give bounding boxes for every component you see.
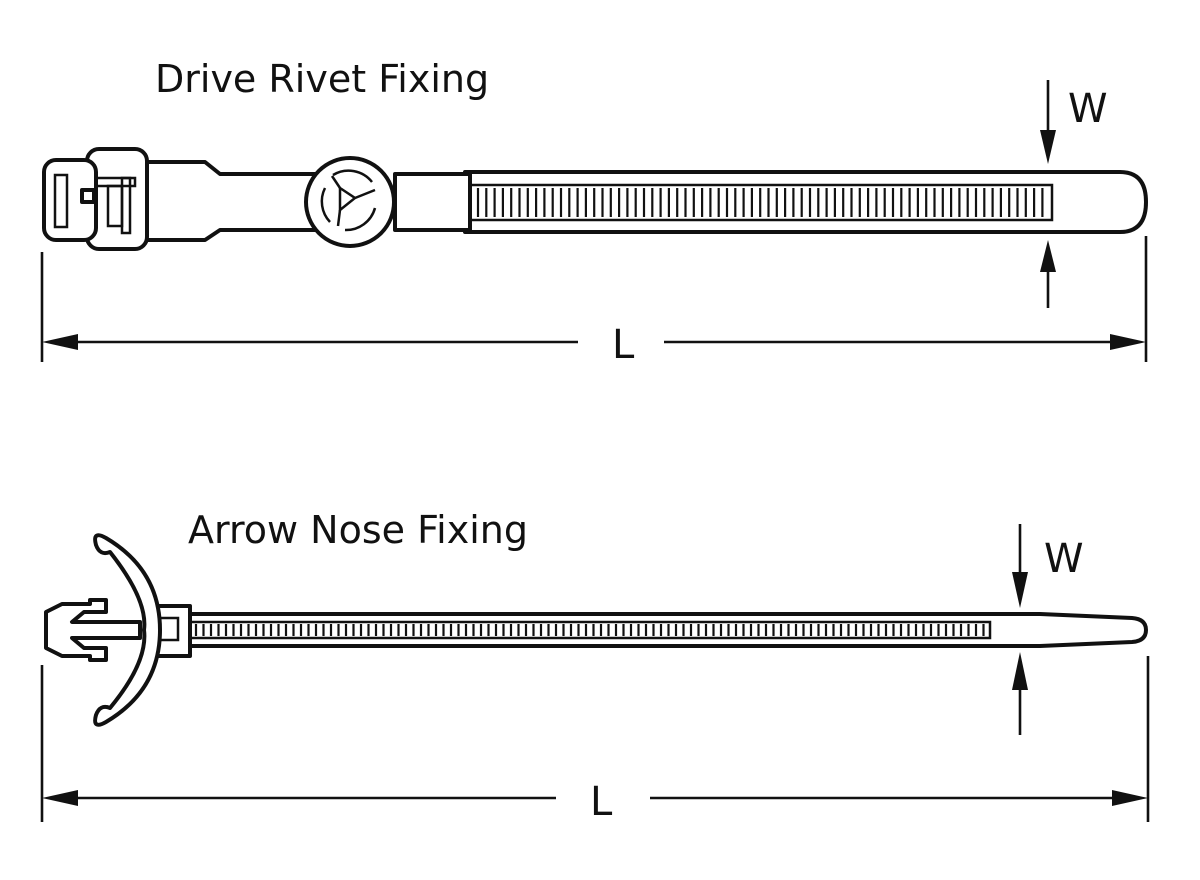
arrow-left-icon (42, 334, 78, 350)
arrow-up-icon (1012, 652, 1028, 690)
drive-rivet-lock-block (393, 172, 472, 232)
arrow-nose-anchor (44, 598, 142, 662)
drive-rivet-tab-slot (53, 173, 69, 229)
arrow-nose-length-label: L (590, 779, 613, 825)
arrow-nose-length-dimension: L (40, 656, 1150, 825)
arrow-left-icon (42, 790, 78, 806)
arrow-nose-diagram: Arrow Nose Fixing W (40, 508, 1150, 825)
arrow-up-icon (1040, 240, 1056, 272)
drive-rivet-width-label: W (1068, 86, 1108, 132)
drive-rivet-pin (320, 169, 377, 232)
arrow-nose-serrations (194, 624, 985, 636)
drive-rivet-length-dimension: L (40, 236, 1148, 368)
arrow-nose-title: Arrow Nose Fixing (188, 508, 528, 552)
drive-rivet-strap (463, 170, 1148, 234)
arrow-right-icon (1112, 790, 1148, 806)
drive-rivet-diagram: Drive Rivet Fixing (40, 57, 1148, 368)
drive-rivet-title: Drive Rivet Fixing (155, 57, 489, 101)
arrow-nose-cable-tie (44, 533, 1148, 727)
drive-rivet-tab-bridge (80, 188, 96, 204)
drive-rivet-cable-tie (42, 147, 1148, 251)
arrow-nose-wing (93, 533, 162, 727)
arrow-nose-width-label: W (1044, 536, 1084, 582)
drive-rivet-length-label: L (612, 322, 635, 368)
arrow-right-icon (1110, 334, 1146, 350)
arrow-down-icon (1012, 572, 1028, 608)
drive-rivet-neck (138, 160, 317, 242)
arrow-nose-strap (183, 612, 1148, 648)
drive-rivet-serrations (476, 188, 1044, 217)
drive-rivet-width-dimension: W (1040, 80, 1108, 308)
arrow-down-icon (1040, 130, 1056, 164)
arrow-nose-width-dimension: W (1012, 524, 1084, 735)
